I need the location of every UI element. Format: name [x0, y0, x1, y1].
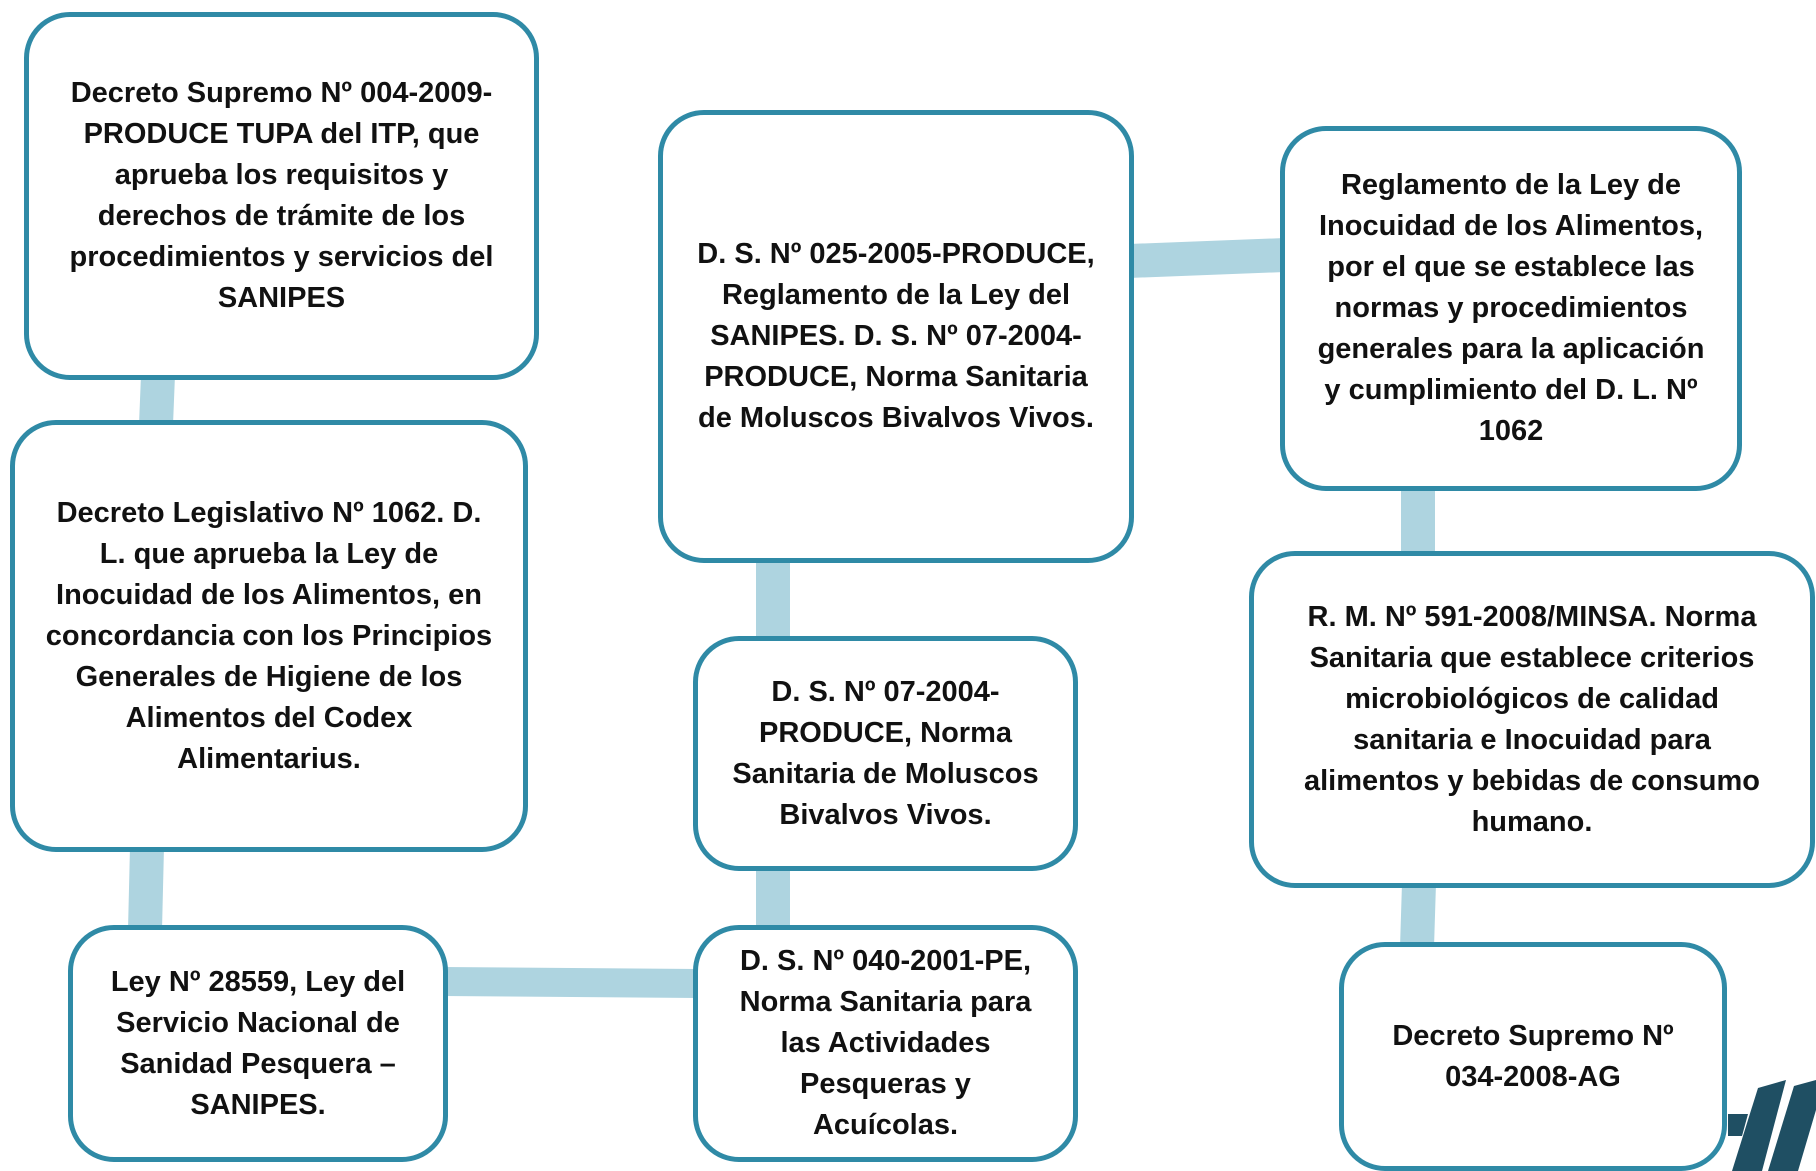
connector-ley28559-ds040	[443, 967, 698, 998]
connector-rm591-ds034	[1400, 883, 1436, 947]
box-ds-07-2004-text: D. S. Nº 07-2004-PRODUCE, Norma Sanitari…	[732, 675, 1039, 831]
box-decreto-supremo-004-2009: Decreto Supremo Nº 004-2009-PRODUCE TUPA…	[24, 12, 539, 380]
connector-ds025-reglamento	[1129, 238, 1285, 278]
box-ds-025-2005: D. S. Nº 025-2005-PRODUCE, Reglamento de…	[658, 110, 1134, 563]
box-decreto-legislativo-1062: Decreto Legislativo Nº 1062. D. L. que a…	[10, 420, 528, 852]
box-ds-025-2005-text: D. S. Nº 025-2005-PRODUCE, Reglamento de…	[697, 238, 1095, 434]
logo-fragment	[1728, 1080, 1816, 1171]
box-ds-040-2001-text: D. S. Nº 040-2001-PE, Norma Sanitaria pa…	[739, 945, 1032, 1141]
box-ds-034-2008: Decreto Supremo Nº 034-2008-AG	[1339, 942, 1727, 1171]
box-ds-034-2008-text: Decreto Supremo Nº 034-2008-AG	[1392, 1019, 1674, 1093]
box-rm-591-2008-text: R. M. Nº 591-2008/MINSA. Norma Sanitaria…	[1303, 600, 1761, 838]
box-reglamento-ley-inocuidad: Reglamento de la Ley de Inocuidad de los…	[1280, 126, 1742, 491]
box-ley-28559: Ley Nº 28559, Ley del Servicio Nacional …	[68, 925, 448, 1162]
connector-tupa-dl1062	[139, 375, 175, 425]
box-rm-591-2008: R. M. Nº 591-2008/MINSA. Norma Sanitaria…	[1249, 551, 1815, 888]
connector-ds040-ds07	[756, 866, 790, 930]
box-reglamento-ley-inocuidad-text: Reglamento de la Ley de Inocuidad de los…	[1317, 169, 1705, 447]
connector-reglamento-rm591	[1401, 486, 1435, 556]
box-decreto-supremo-004-2009-text: Decreto Supremo Nº 004-2009-PRODUCE TUPA…	[69, 77, 494, 314]
box-decreto-legislativo-1062-text: Decreto Legislativo Nº 1062. D. L. que a…	[45, 496, 493, 775]
box-ley-28559-text: Ley Nº 28559, Ley del Servicio Nacional …	[110, 965, 406, 1121]
box-ds-07-2004: D. S. Nº 07-2004-PRODUCE, Norma Sanitari…	[693, 636, 1078, 871]
box-ds-040-2001: D. S. Nº 040-2001-PE, Norma Sanitaria pa…	[693, 925, 1078, 1162]
connector-dl1062-ley28559	[128, 847, 164, 930]
connector-ds07-ds025	[756, 558, 790, 641]
